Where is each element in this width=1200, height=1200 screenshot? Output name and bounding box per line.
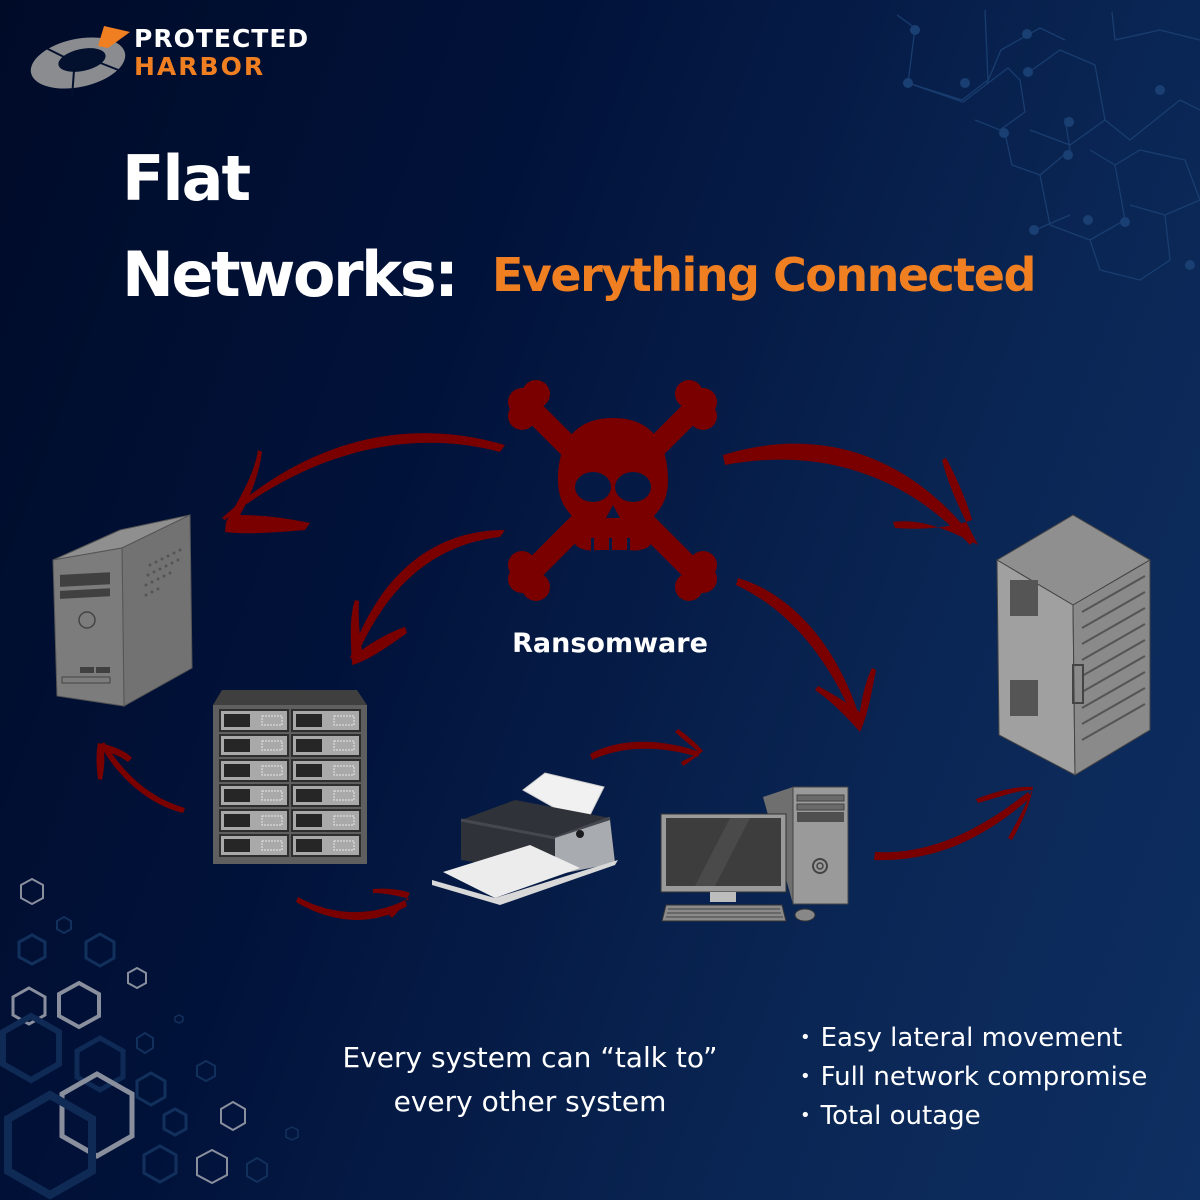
blade-unit	[219, 709, 289, 732]
arrow-blade-to-tower	[96, 742, 185, 813]
blade-unit	[291, 759, 361, 782]
desktop-computer-icon	[660, 786, 849, 922]
brand-name-line2: HARBOR	[134, 52, 266, 81]
arrow-to-server-rack	[723, 443, 978, 545]
blade-unit	[219, 809, 289, 832]
blade-unit	[291, 709, 361, 732]
list-item: Easy lateral movement	[800, 1020, 1147, 1059]
blade-unit	[291, 784, 361, 807]
pc-tower-icon	[52, 514, 193, 707]
harbor-logo-icon	[30, 26, 130, 98]
blade-unit	[219, 759, 289, 782]
caption-text: Every system can “talk to” every other s…	[300, 1036, 760, 1124]
brand-logo: PROTECTED HARBOR	[26, 18, 346, 98]
ransomware-label: Ransomware	[512, 628, 708, 659]
blade-unit	[291, 834, 361, 857]
blade-unit	[219, 734, 289, 757]
blade-unit	[219, 784, 289, 807]
blade-unit	[291, 734, 361, 757]
page-title-line2: Networks:	[122, 238, 459, 311]
caption-line2: every other system	[393, 1085, 667, 1118]
arrows	[96, 433, 1033, 920]
arrow-to-desktop-computer	[736, 578, 876, 732]
page-subtitle: Everything Connected	[492, 248, 1036, 302]
hex-network-pattern	[896, 9, 1200, 281]
list-item: Full network compromise	[800, 1059, 1148, 1098]
hexagon-cluster	[0, 877, 299, 1200]
printer-icon	[432, 772, 618, 905]
arrow-printer-to-computer	[590, 729, 703, 766]
blade-unit	[291, 809, 361, 832]
brand-name-line1: PROTECTED	[134, 24, 310, 53]
arrow-computer-to-rack	[874, 786, 1033, 861]
arrow-to-desktop-tower	[222, 433, 505, 534]
blade-units	[219, 709, 361, 857]
page-title-line1: Flat	[122, 142, 251, 215]
server-rack-icon	[996, 514, 1151, 776]
blade-unit	[219, 834, 289, 857]
consequences-list: Easy lateral movement Full network compr…	[800, 1020, 1148, 1137]
list-item: Total outage	[800, 1098, 1147, 1137]
caption-line1: Every system can “talk to”	[342, 1041, 718, 1074]
skull-crossbones-icon	[508, 380, 717, 601]
arrow-to-blade-server	[350, 530, 505, 665]
arrow-blade-to-printer	[296, 888, 410, 920]
